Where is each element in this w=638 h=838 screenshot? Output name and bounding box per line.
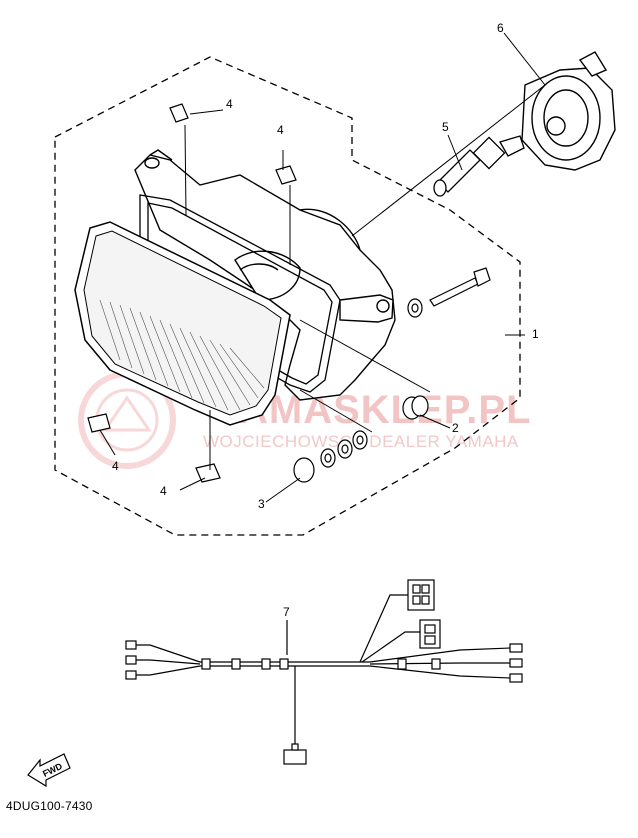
callout-1: 1 [532, 327, 539, 341]
bulb [433, 135, 525, 197]
headlight-lens [74, 221, 291, 426]
clip-bottom [195, 463, 221, 483]
part-code: 4DUG100-7430 [6, 799, 93, 813]
callout-4-left: 4 [112, 459, 119, 473]
callout-4-top: 4 [226, 97, 233, 111]
leader-lines [99, 32, 546, 503]
callout-5: 5 [442, 120, 449, 134]
callout-6: 6 [497, 21, 504, 35]
callout-4-bottom: 4 [160, 484, 167, 498]
clip-left [87, 413, 111, 433]
wire-harness [125, 579, 523, 765]
clip-top [169, 103, 189, 123]
adjusting-bolt [429, 267, 491, 307]
socket-cover [521, 51, 616, 171]
assembly-boundary [54, 56, 521, 536]
clip-mid [275, 165, 297, 185]
grommet [402, 395, 429, 420]
washer [407, 298, 423, 318]
callout-3: 3 [258, 497, 265, 511]
callout-2: 2 [452, 421, 459, 435]
callout-4-mid: 4 [277, 123, 284, 137]
callout-7: 7 [283, 605, 290, 619]
adjuster-set [293, 430, 368, 483]
fwd-arrow: FWD [27, 753, 71, 788]
